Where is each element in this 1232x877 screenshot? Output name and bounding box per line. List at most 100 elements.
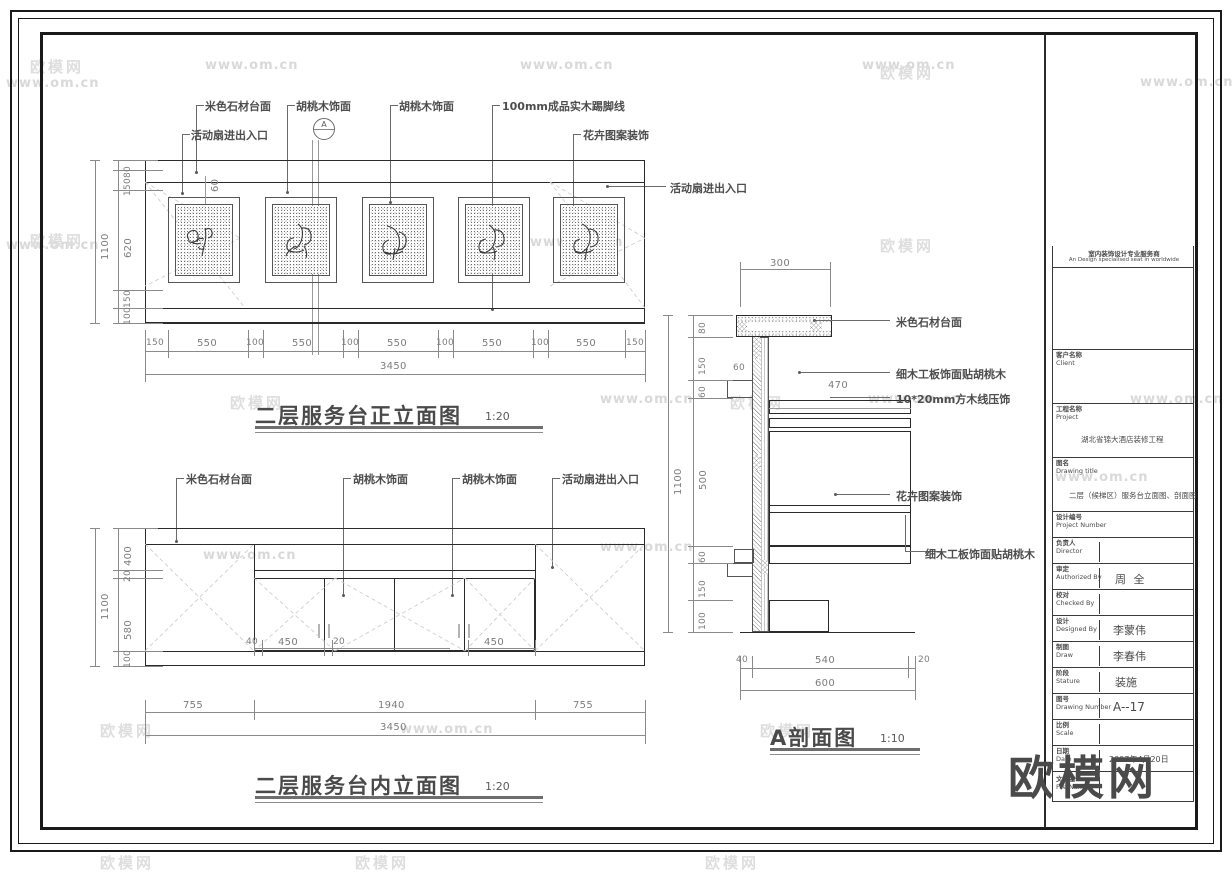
label-section-1: 细木工板饰面贴胡桃木 — [896, 368, 1006, 381]
leader-line — [176, 478, 177, 542]
section-body-panel — [769, 431, 911, 546]
row-client: 客户名称 Client — [1052, 350, 1194, 404]
row-drawing-number: 图号 Drawing Number A--17 — [1052, 694, 1194, 720]
leader-dot — [491, 308, 494, 311]
timber-hatch — [737, 322, 747, 331]
section-trim-upper — [727, 380, 753, 398]
front-elevation-scale: 1:20 — [485, 410, 510, 423]
dim-ext-line — [535, 700, 536, 720]
leader-dot — [175, 540, 178, 543]
section-body-top — [769, 400, 911, 414]
dim-front-overall-height: 1100 — [100, 233, 111, 260]
dim-ext-line — [205, 176, 206, 204]
dim-ext-line — [915, 656, 916, 700]
label-front-4: 100mm成品实木踢脚线 — [502, 100, 625, 113]
inner-elevation-scale: 1:20 — [485, 780, 510, 793]
sheet-drawing-border — [40, 32, 1198, 830]
sheet-inner-border — [18, 18, 1214, 844]
section-body-base — [769, 546, 911, 564]
row-stature: 阶段 Stature 装施 — [1052, 668, 1194, 694]
row-divider — [1099, 750, 1100, 770]
row-draw-label-cn: 制图 — [1056, 643, 1069, 651]
row-date-label-en: Date — [1056, 755, 1072, 763]
dim-section-v-5: 150 — [698, 579, 708, 598]
company-name-en: An Design specialised seat in worldwide — [1068, 257, 1180, 263]
label-front-0: 米色石材台面 — [205, 100, 271, 113]
panel-frame-inner — [175, 204, 233, 276]
leader-line — [196, 105, 204, 106]
watermark-brand-large: 欧模网 — [1008, 751, 1158, 805]
section-a-scale: 1:10 — [880, 732, 905, 745]
dim-inner-cab-2: 20 — [333, 637, 346, 647]
dim-inner-h-1: 1940 — [378, 700, 405, 711]
label-section-2: 10*20mm方木线压饰 — [896, 393, 1011, 406]
dim-ext-line — [332, 640, 333, 656]
leader-line — [492, 105, 500, 106]
row-director-label-cn: 负责人 — [1056, 539, 1076, 547]
row-drawing-number-label-en: Drawing Number — [1056, 703, 1112, 711]
dim-tick — [113, 160, 158, 161]
leader-dot — [551, 566, 554, 569]
dim-tick — [688, 632, 733, 633]
watermark-site: www.om.cn — [862, 58, 956, 73]
dim-ext-line — [145, 330, 146, 382]
row-draw-label-en: Draw — [1056, 651, 1073, 659]
label-front-1: 活动扇进出入口 — [191, 129, 268, 142]
dim-ext-line — [468, 640, 469, 656]
cabinet-door-divider — [464, 578, 465, 651]
dim-tick — [113, 666, 163, 667]
dim-ext-line — [254, 640, 255, 656]
timber-hatch — [762, 560, 768, 574]
panel-frame-inner — [465, 204, 523, 276]
title-underline-thick — [255, 796, 543, 799]
dim-tick — [688, 563, 733, 564]
row-scale-label-en: Scale — [1056, 729, 1074, 737]
dim-line-overall-height — [668, 315, 669, 632]
dim-line-cabinet — [468, 648, 535, 649]
dim-section-v-1: 150 — [698, 356, 708, 375]
dim-tick — [663, 632, 673, 633]
label-front-2: 胡桃木饰面 — [296, 100, 351, 113]
row-client-label-cn: 客户名称 — [1056, 351, 1082, 359]
watermark-site: www.om.cn — [520, 58, 614, 73]
dim-ext-line — [343, 330, 344, 358]
row-director-label-en: Director — [1056, 547, 1083, 555]
label-front-3: 胡桃木饰面 — [399, 100, 454, 113]
dim-line-height-chain — [118, 528, 119, 666]
sheet-outer-border — [10, 10, 1222, 852]
watermark-site: www.om.cn — [868, 392, 962, 407]
dim-front-v-2: 620 — [123, 238, 134, 258]
dim-ext-line — [645, 330, 646, 382]
cabinet-handle — [468, 624, 470, 638]
row-checked: 校对 Checked By — [1052, 590, 1194, 616]
front-elevation-body — [145, 160, 645, 323]
row-divider — [1099, 777, 1100, 799]
section-counter-slab — [736, 315, 832, 337]
panel-frame-outer — [553, 197, 625, 283]
dim-front-v-3: 150 — [123, 289, 133, 308]
dim-section-v-0: 80 — [698, 321, 708, 334]
dim-front-v-1: 150 — [123, 177, 133, 196]
row-project-number-label-en: Project Number — [1056, 521, 1107, 529]
label-section-3: 花卉图案装饰 — [896, 490, 962, 503]
row-project-number-label-cn: 设计编号 — [1056, 513, 1082, 521]
dim-tick — [90, 528, 100, 529]
section-trim-lower2 — [734, 549, 754, 563]
dim-section-v-6: 100 — [698, 611, 708, 630]
cabinet-handle — [318, 624, 320, 638]
row-authorized-value: 周 全 — [1115, 573, 1147, 586]
dim-ext-line — [625, 330, 626, 358]
dim-ext-line — [752, 656, 753, 678]
leader-line — [390, 105, 391, 203]
row-authorized-label-cn: 审定 — [1056, 565, 1069, 573]
dim-section-overall-width: 600 — [815, 678, 835, 689]
row-scale-label-cn: 比例 — [1056, 721, 1069, 729]
dim-line-470 — [769, 408, 911, 409]
dim-line-section-top — [740, 269, 830, 270]
logo-area-cell — [1052, 268, 1194, 350]
row-divider — [1099, 646, 1100, 666]
leader-dot — [451, 594, 454, 597]
dim-ext-line — [535, 640, 536, 656]
row-divider — [1099, 542, 1100, 562]
